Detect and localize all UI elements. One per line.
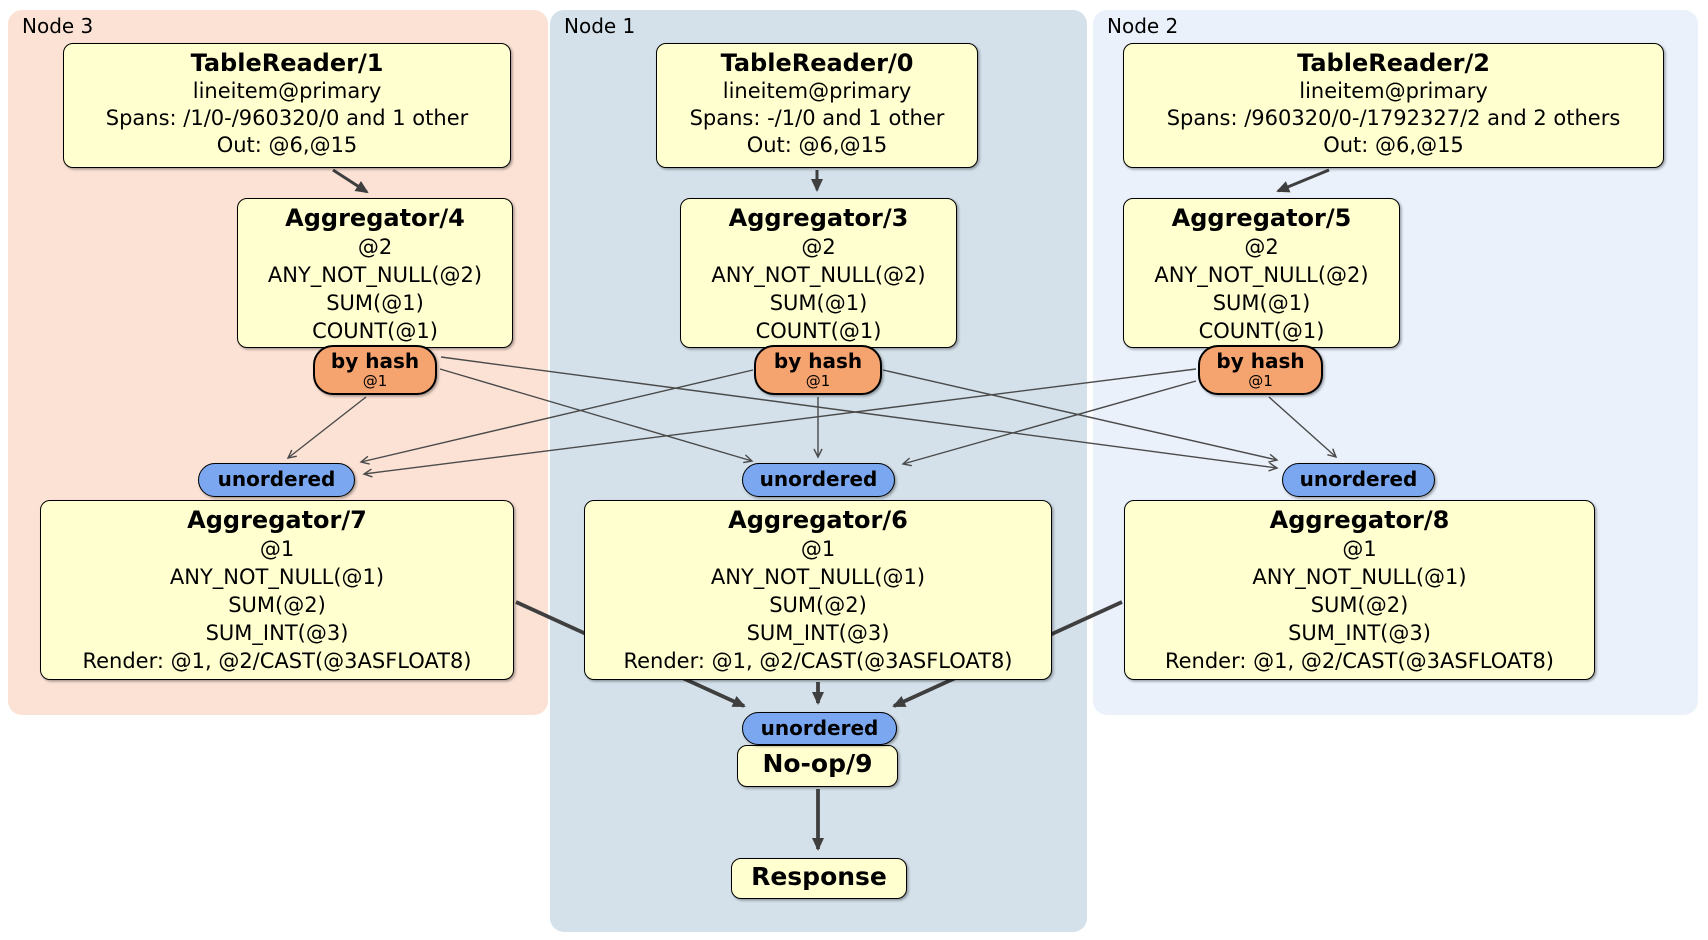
processor-title: Aggregator/4 [285,204,465,232]
edge-hash1-un2 [882,369,1279,463]
processor-line: Spans: /1/0-/960320/0 and 1 other [105,106,469,130]
processor-line: lineitem@primary [722,79,912,103]
processor-line: Render: @1, @2/CAST(@3ASFLOAT8) [82,649,472,673]
processor-line: Render: @1, @2/CAST(@3ASFLOAT8) [623,649,1013,673]
processor-title: Aggregator/5 [1171,204,1352,232]
edge-tr1-agg4 [332,168,369,194]
processor-line: Out: @6,@15 [1323,133,1464,157]
processor-line: ANY_NOT_NULL(@2) [711,263,926,287]
processor-line: ANY_NOT_NULL(@2) [1154,263,1369,287]
processor-line: lineitem@primary [192,79,382,103]
edge-tr2-agg5 [1276,168,1330,193]
edge-hash2-un1 [901,380,1197,467]
processor-title: Aggregator/6 [728,506,908,534]
processor-title: Response [751,862,887,891]
sync-unordered-final: unordered [742,712,897,745]
router-key: @1 [362,372,388,390]
processor-response: Response [731,858,907,899]
router-by-hash-node2: by hash @1 [1198,345,1323,395]
processor-line: COUNT(@1) [755,319,882,343]
processor-line: Out: @6,@15 [216,133,358,157]
processor-line: @2 [357,235,393,259]
router-by-hash-node1: by hash @1 [754,345,882,395]
router-by-hash-node3: by hash @1 [313,345,437,395]
processor-title: Aggregator/7 [187,506,367,534]
processor-title: TableReader/0 [720,49,914,77]
edge-hash3-un3 [286,396,367,459]
processor-line: ANY_NOT_NULL(@1) [710,565,926,589]
processor-title: TableReader/2 [1297,49,1490,77]
edge-hash2-un3 [362,368,1197,478]
edge-hash1-un3 [359,369,754,465]
processor-line: COUNT(@1) [312,319,438,343]
node3-label: Node 3 [22,14,94,38]
processor-title: Aggregator/3 [728,204,909,232]
processor-line: COUNT(@1) [1198,319,1325,343]
processor-line: @1 [1342,537,1377,561]
sync-unordered-node1: unordered [742,463,895,497]
router-label: by hash [330,349,420,373]
router-label: by hash [1216,349,1305,373]
processor-noop-9: No-op/9 [737,745,898,787]
processor-line: @1 [800,537,836,561]
processor-title: Aggregator/8 [1269,506,1450,534]
edge-hash3-un1 [439,368,754,464]
processor-line: SUM_INT(@3) [205,621,349,645]
sync-unordered-node2: unordered [1282,463,1435,497]
node2-label: Node 2 [1107,14,1179,38]
edge-hash3-un2 [440,356,1279,472]
processor-line: @2 [1244,235,1279,259]
processor-line: SUM(@2) [228,593,326,617]
processor-line: SUM(@1) [769,291,868,315]
processor-line: SUM(@1) [326,291,424,315]
edge-hash2-un2 [1268,396,1338,459]
processor-line: Out: @6,@15 [746,133,888,157]
processor-line: ANY_NOT_NULL(@1) [169,565,385,589]
processor-title: No-op/9 [762,749,873,778]
processor-title: TableReader/1 [190,49,384,77]
processor-line: lineitem@primary [1299,79,1488,103]
processor-line: @2 [801,235,836,259]
router-key: @1 [1248,372,1273,390]
node1-label: Node 1 [564,14,636,38]
processor-line: SUM_INT(@3) [1288,621,1431,645]
processor-line: Spans: /960320/0-/1792327/2 and 2 others [1166,106,1621,130]
processor-line: Render: @1, @2/CAST(@3ASFLOAT8) [1164,649,1555,673]
sync-unordered-node3: unordered [198,463,355,497]
processor-line: SUM(@2) [769,593,867,617]
processor-line: Spans: -/1/0 and 1 other [689,106,945,130]
processor-line: SUM_INT(@3) [746,621,890,645]
processor-line: SUM(@1) [1212,291,1311,315]
router-label: by hash [773,349,863,373]
processor-line: SUM(@2) [1310,593,1409,617]
processor-line: ANY_NOT_NULL(@2) [267,263,483,287]
router-key: @1 [805,372,831,390]
processor-line: @1 [259,537,295,561]
processor-line: ANY_NOT_NULL(@1) [1252,565,1467,589]
